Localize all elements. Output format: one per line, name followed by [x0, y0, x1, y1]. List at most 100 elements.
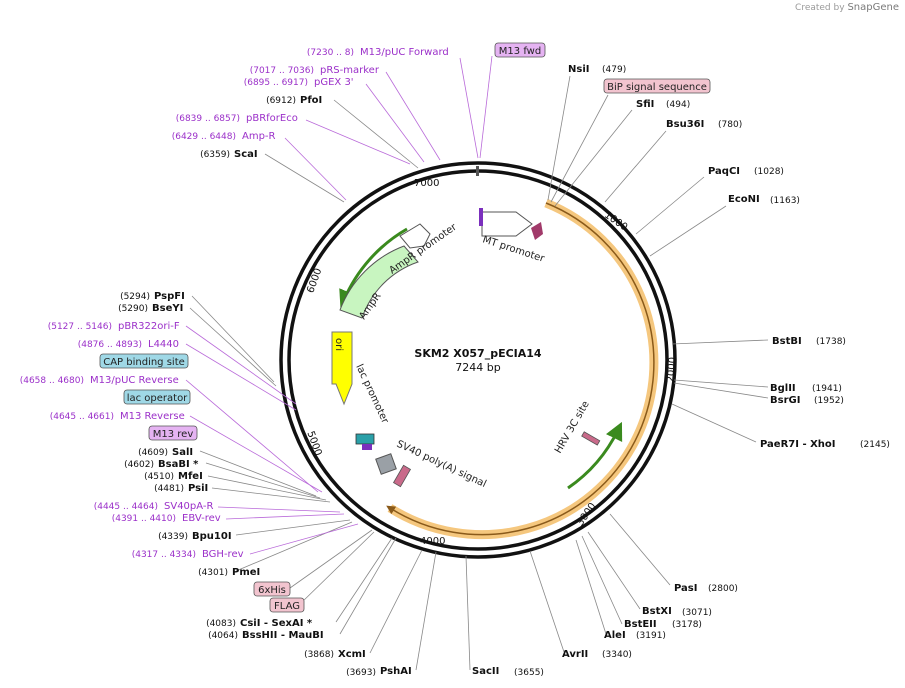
cap-binding-label: CAP binding site [103, 357, 185, 368]
primer-amp-r: Amp-R [242, 131, 276, 142]
primer-amp-r-pos: (6429 .. 6448) [172, 132, 236, 142]
green-arrow-hrv [567, 421, 623, 490]
enzyme-csii-sexai: CsiI - SexAI * [240, 618, 313, 629]
feature-hrv-3c: HRV 3C site [553, 399, 592, 455]
enzyme-bsshii-maubi-pos: (4064) [208, 631, 238, 641]
enzyme-avrii: AvrII [562, 649, 588, 660]
enzyme-bsteii: BstEII [624, 619, 657, 630]
cap-binding-box [99, 353, 189, 369]
credit-brand: SnapGene [847, 2, 899, 13]
primer-sv40pa-r-pos: (4445 .. 4464) [94, 502, 158, 512]
primer-m13-reverse: M13 Reverse [120, 411, 185, 422]
mt-promoter-arrow [481, 211, 533, 237]
enzyme-bsrgi-pos: (1952) [814, 396, 844, 406]
primer-pgex3-pos: (6895 .. 6917) [244, 78, 308, 88]
enzyme-paer7i-xhoi: PaeR7I - XhoI [760, 439, 836, 450]
enzyme-paqci-pos: (1028) [754, 167, 784, 177]
enzyme-pspfi-pos: (5294) [120, 292, 150, 302]
enzyme-bsrgi: BsrGI [770, 395, 800, 406]
ampr-arrow [339, 245, 419, 319]
enzyme-bstbi: BstBI [772, 336, 802, 347]
enzyme-psii-pos: (4481) [154, 484, 184, 494]
enzyme-bsabi-pos: (4602) [124, 460, 154, 470]
feature-sv40-polya: SV40 poly(A) signal [395, 439, 488, 490]
hrv-3c-marker [581, 431, 601, 446]
enzyme-bglii: BglII [770, 383, 796, 394]
enzyme-xcmi: XcmI [338, 649, 366, 660]
enzyme-econi: EcoNI [728, 194, 760, 205]
ori-arrow [331, 331, 353, 406]
lac-operator-box [123, 389, 191, 405]
primer-pbrforeco: pBRforEco [246, 113, 298, 124]
ampr-promoter-arrow [399, 223, 431, 249]
bip-signal-box [603, 78, 711, 94]
origin-marker [476, 166, 479, 176]
enzyme-scai-pos: (6359) [200, 150, 230, 160]
left-leader-lines [189, 99, 437, 671]
enzyme-pasi: PasI [674, 583, 697, 594]
enzyme-scai: ScaI [234, 149, 258, 160]
plasmid-size: 7244 bp [455, 361, 500, 374]
enzyme-bsabi: BsaBI * [158, 459, 199, 470]
primer-ebv-rev: EBV-rev [182, 513, 221, 524]
lac-operator-label: lac operator [127, 393, 188, 404]
feature-lac-promoter: lac promoter [353, 363, 390, 426]
enzyme-avrii-pos: (3340) [602, 650, 632, 660]
enzyme-bstbi-pos: (1738) [816, 337, 846, 347]
primer-pgex3: pGEX 3' [314, 77, 354, 88]
enzyme-paqci: PaqCI [708, 166, 740, 177]
enzyme-paer7i-xhoi-pos: (2145) [860, 440, 890, 450]
m13-rev-label: M13 rev [153, 429, 194, 440]
enzyme-bpu10i-pos: (4339) [158, 532, 188, 542]
6xhis-label: 6xHis [258, 585, 286, 596]
primer-leader-lines [185, 55, 493, 555]
primer-bgh-rev: BGH-rev [202, 549, 244, 560]
primer-l4440-pos: (4876 .. 4893) [78, 340, 142, 350]
primer-ebv-rev-pos: (4391 .. 4410) [112, 514, 176, 524]
flag-label: FLAG [274, 601, 300, 612]
enzyme-bsu36i-pos: (780) [718, 120, 742, 130]
enzyme-sali-pos: (4609) [138, 448, 168, 458]
enzyme-pshai: PshAI [380, 666, 412, 677]
enzyme-nsii: NsiI [568, 64, 589, 75]
m13-rev-box [148, 425, 198, 441]
enzyme-csii-sexai-pos: (4083) [206, 619, 236, 629]
enzyme-bsteii-pos: (3178) [672, 620, 702, 630]
enzyme-sfii: SfiI [636, 99, 654, 110]
enzyme-pasi-pos: (2800) [708, 584, 738, 594]
enzyme-alei-pos: (3191) [636, 631, 666, 641]
primer-pbr322ori-f-pos: (5127 .. 5146) [48, 322, 112, 332]
credit-prefix: Created by [795, 3, 845, 13]
green-arrow-ampr [339, 227, 408, 309]
6xhis-box [253, 581, 291, 597]
m13-fwd-box [494, 42, 546, 58]
primer-m13-puc-reverse-pos: (4658 .. 4680) [20, 376, 84, 386]
orf-arrow [386, 202, 655, 536]
enzyme-bpu10i: Bpu10I [192, 531, 232, 542]
tick-7000: 7000 [414, 178, 439, 189]
enzyme-xcmi-pos: (3868) [304, 650, 334, 660]
enzyme-nsii-pos: (479) [602, 65, 626, 75]
enzyme-bsu36i: Bsu36I [666, 119, 704, 130]
enzyme-mfei-pos: (4510) [144, 472, 174, 482]
primer-m13-puc-forward-pos: (7230 .. 8) [307, 48, 354, 58]
enzyme-pfoi: PfoI [300, 95, 322, 106]
feature-ori: ori [333, 338, 344, 351]
tick-4000: 4000 [420, 536, 445, 547]
sv40-polya-marker [392, 464, 412, 488]
enzyme-bglii-pos: (1941) [812, 384, 842, 394]
flag-box [269, 597, 305, 613]
enzyme-pmei-pos: (4301) [198, 568, 228, 578]
plasmid-name: SKM2 X057_pECIA14 [414, 347, 542, 360]
tick-6000: 6000 [305, 267, 324, 295]
feature-mt-promoter: MT promoter [481, 234, 546, 265]
bip-marker [531, 222, 543, 240]
enzyme-econi-pos: (1163) [770, 196, 800, 206]
bip-signal-label: BiP signal sequence [607, 82, 707, 93]
enzyme-pmei: PmeI [232, 567, 260, 578]
enzyme-alei: AleI [604, 630, 626, 641]
mt-promoter-marker [479, 208, 483, 226]
primer-pbr322ori-f: pBR322ori-F [118, 321, 180, 332]
sv40-box [375, 453, 397, 475]
